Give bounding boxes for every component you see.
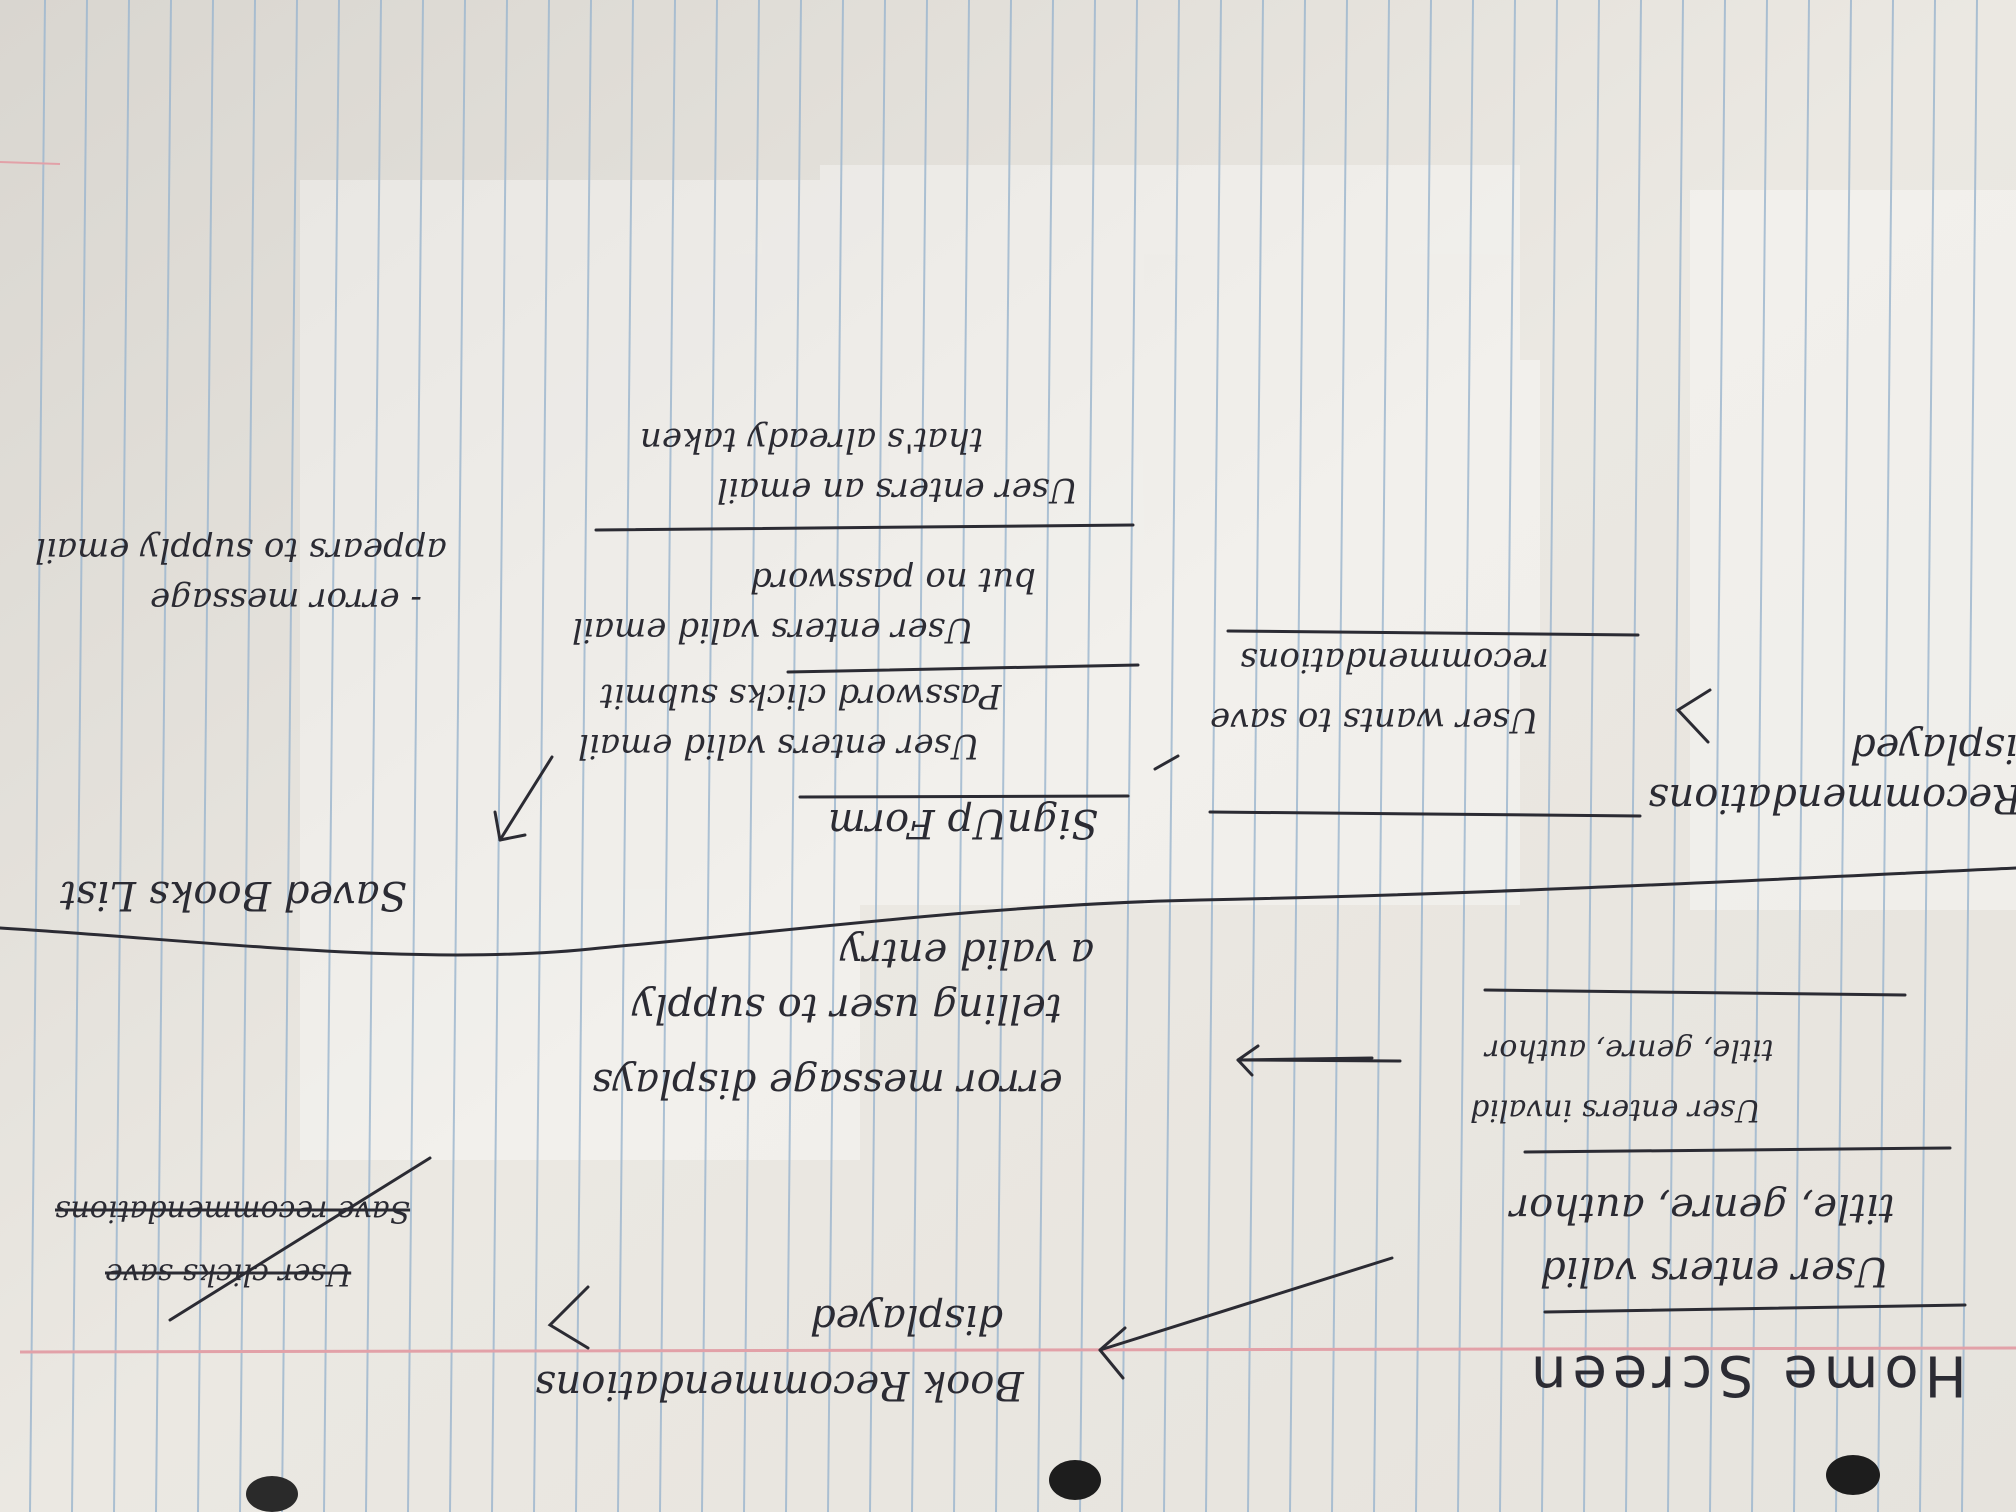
- ruled-lines: [29, 0, 1978, 1512]
- signup-valid-line2: Password clicks submit: [600, 676, 1002, 717]
- home-invalid-entry-line2: title, genre, author: [1485, 1032, 1774, 1068]
- signup-taken-line1: User enters an email: [717, 470, 1078, 511]
- signup-valid-line1: User enters valid email: [578, 726, 980, 767]
- saved-save-line1: User wants to save: [1210, 700, 1539, 741]
- home-crossed-line2: Save recommendations: [55, 1193, 411, 1229]
- saved-books-title: Saved Books List: [60, 872, 407, 918]
- signup-error-line1: - error message: [150, 580, 422, 621]
- punch-holes: [246, 1455, 1880, 1512]
- punch-hole: [246, 1476, 298, 1512]
- margin-line: [19, 1346, 2016, 1354]
- home-error-line3: a valid entry: [840, 930, 1095, 976]
- ink-strokes: [0, 523, 2016, 1380]
- signup-title: SignUp Form: [828, 800, 1099, 846]
- home-recommendations-line2: displayed: [810, 1296, 1004, 1342]
- margin-mark: [0, 161, 61, 165]
- home-crossed-line1: User clicks save: [105, 1256, 352, 1292]
- signup-taken-line2: that's already taken: [640, 420, 984, 461]
- home-screen-title: Home Screen: [1525, 1342, 1967, 1408]
- signup-nopass-line1: User enters valid email: [572, 610, 974, 651]
- punch-hole: [1049, 1460, 1101, 1500]
- home-recommendations-line1: Book Recommendations: [535, 1362, 1024, 1408]
- home-error-line1: error message displays: [592, 1060, 1063, 1106]
- punch-hole: [1826, 1455, 1880, 1495]
- home-invalid-entry-line1: User enters invalid: [1470, 1092, 1761, 1128]
- signup-nopass-line2: but no password: [750, 560, 1036, 601]
- signup-error-line2: appears to supply email: [35, 530, 447, 571]
- saved-save-line2: recommendations: [1240, 640, 1549, 681]
- home-error-line2: telling user to supply: [632, 985, 1062, 1031]
- saved-recs-cut-line2: isplayed: [1850, 725, 2016, 771]
- home-valid-entry-line2: title, genre, author: [1510, 1185, 1895, 1231]
- home-valid-entry-line1: User enters valid: [1540, 1248, 1889, 1294]
- saved-recs-cut-line1: ok Recommendations: [1648, 775, 2016, 821]
